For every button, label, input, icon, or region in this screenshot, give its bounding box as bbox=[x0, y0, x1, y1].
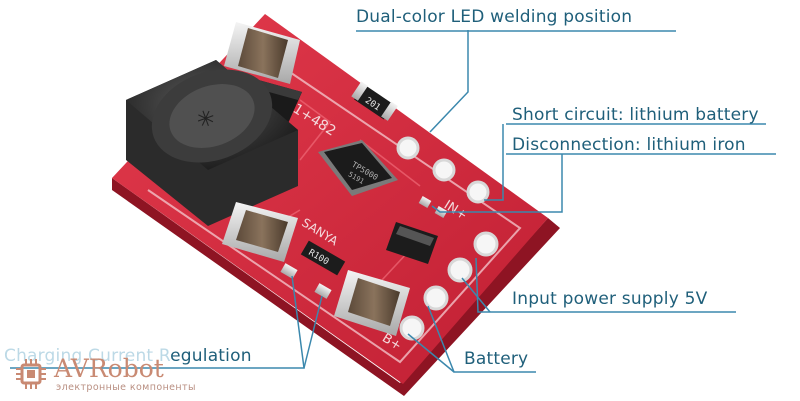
capacitor-top bbox=[224, 22, 300, 84]
logo-tagline: электронные компоненты bbox=[56, 382, 196, 393]
callout-leader-lines bbox=[10, 30, 776, 373]
callout-charging-faded-part: Charging Current R bbox=[4, 346, 171, 366]
pcb-edge bbox=[112, 178, 560, 396]
avrobot-watermark: AVRobot электронные компоненты bbox=[14, 354, 244, 393]
callout-input-power-supply: Input power supply 5V bbox=[512, 289, 708, 309]
callout-short-circuit: Short circuit: lithium battery bbox=[512, 105, 759, 125]
diode-smd bbox=[386, 222, 438, 264]
callout-led-welding-position: Dual-color LED welding position bbox=[356, 7, 633, 27]
power-inductor: ✳ bbox=[126, 60, 298, 226]
solder-pads bbox=[396, 136, 499, 341]
led-pad-3 bbox=[418, 196, 432, 208]
callout-charging-current-regulation: Charging Current Regulation bbox=[4, 346, 252, 366]
led-pad-2 bbox=[314, 283, 332, 299]
callout-charging-visible-part: egulation bbox=[170, 346, 252, 366]
callout-disconnection: Disconnection: lithium iron bbox=[512, 135, 746, 155]
chip-logo-icon bbox=[16, 359, 46, 389]
silkscreen-border bbox=[147, 59, 522, 364]
led-pad-1 bbox=[280, 263, 298, 279]
logo-name: AVRobot bbox=[54, 354, 164, 383]
tp5000-ic: TP5000 5191 bbox=[318, 140, 398, 196]
capacitor-lower-left bbox=[222, 202, 298, 262]
callout-battery: Battery bbox=[464, 349, 529, 369]
capacitor-bottom bbox=[334, 270, 410, 336]
